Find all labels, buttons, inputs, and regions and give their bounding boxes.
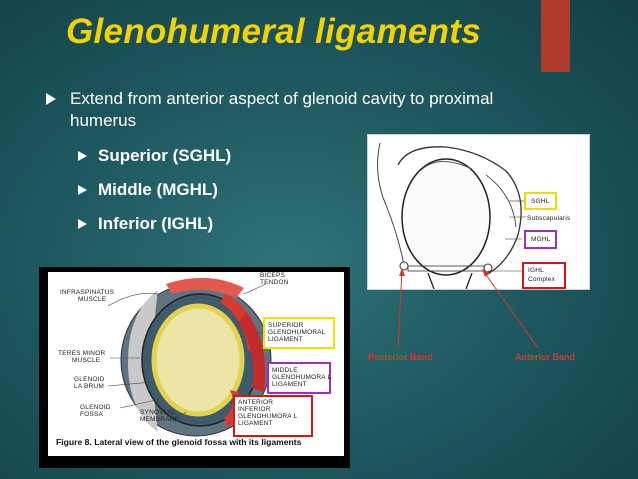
humerus-illustration: SGHL Subscapularis MGHL IGHL Complex — [367, 134, 590, 290]
sub-bullet-superior: Superior (SGHL) — [98, 146, 232, 165]
posterior-band-label: Posterior Band — [368, 352, 433, 362]
sub-bullet-arrow-icon — [78, 219, 87, 229]
label-ighl-complex: Complex — [528, 276, 556, 283]
figure-caption: Figure 8. Lateral view of the glenoid fo… — [56, 437, 302, 447]
slide-title: Glenohumeral ligaments — [66, 12, 482, 51]
accent-tab — [541, 0, 570, 72]
sub-bullet-arrow-icon — [78, 151, 87, 161]
label-sghl: SGHL — [531, 198, 550, 205]
sub-bullet-inferior: Inferior (IGHL) — [98, 214, 214, 233]
bullet-arrow-icon — [46, 93, 56, 105]
label-mghl: MGHL — [531, 236, 551, 243]
label-ighl: IGHL — [528, 267, 544, 274]
humerus-drawing — [377, 142, 566, 290]
glenoid-fossa-drawing — [107, 277, 335, 437]
label-subscapularis: Subscapularis — [527, 215, 571, 222]
sub-bullet-middle: Middle (MGHL) — [98, 180, 218, 199]
anterior-band-label: Anterior Band — [515, 352, 576, 362]
sub-bullet-arrow-icon — [78, 185, 87, 195]
main-bullet-text: Extend from anterior aspect of glenoid c… — [70, 89, 494, 130]
